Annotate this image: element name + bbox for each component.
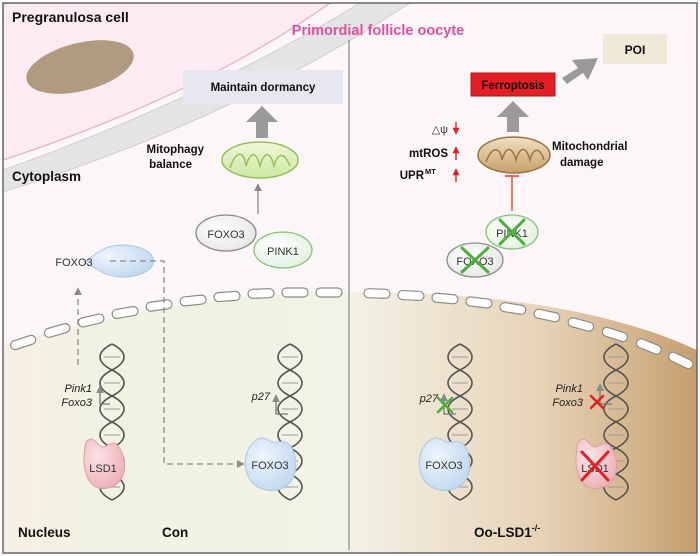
foxo3-cyto-label: FOXO3: [55, 257, 92, 269]
mtros-label: mtROS: [409, 148, 448, 160]
mito-damage-label-line1: Mitochondrial: [552, 141, 627, 153]
cytoplasm-label: Cytoplasm: [12, 169, 81, 184]
maintain-dormancy-box: [183, 70, 343, 104]
nuclear-envelope: [9, 287, 694, 370]
foxo3-nucleus-label-right: FOXO3: [425, 460, 462, 472]
foxo3-mid-label: FOXO3: [207, 229, 244, 241]
foxo3-import-arrow: [110, 260, 245, 468]
mito-damage-label-line2: damage: [560, 157, 603, 169]
pregranulosa-label: Pregranulosa cell: [12, 9, 129, 25]
pink1-foxo3-knockout-x: [589, 394, 605, 410]
foxo3-knockout-x: [460, 246, 490, 274]
ferroptosis-arrow: [497, 101, 529, 132]
pregranulosa-nucleus: [26, 40, 134, 94]
upr-label: UPR: [400, 170, 425, 182]
ferroptosis-box: [470, 72, 556, 97]
lsd1-knockout-x: [580, 450, 610, 482]
oo-lsd1-label: Oo-LSD1-/-: [474, 523, 540, 540]
p27-gene-label-left: p27: [251, 391, 271, 403]
ferroptosis-label: Ferroptosis: [481, 80, 544, 92]
mitophagy-label-line1: Mitophagy: [147, 144, 205, 156]
dna-helix-right-2: [603, 343, 629, 501]
p27-promoter-arrow-right: [440, 393, 456, 415]
upr-superscript: MT: [425, 167, 436, 176]
poi-arrow: [562, 58, 598, 84]
foxo3-nucleus-protein-right: [418, 437, 471, 491]
pink1-gene-label: Pink1: [64, 383, 92, 395]
nucleus-region: [3, 291, 697, 553]
foxo3-protein-mid: [195, 214, 257, 252]
poi-box: [603, 34, 667, 64]
pink1-gene-label-right: Pink1: [555, 383, 583, 395]
pink1-promoter-arrow: [96, 385, 110, 405]
poi-label: POI: [625, 43, 646, 57]
p27-knockout-x: [436, 396, 454, 414]
maintain-dormancy-label: Maintain dormancy: [211, 82, 316, 94]
foxo3-gene-label: Foxo3: [61, 397, 92, 409]
lsd1-protein: [83, 438, 126, 489]
foxo3-nucleus-protein-left: [244, 437, 297, 491]
p27-promoter-arrow-left: [272, 394, 288, 415]
delta-psi-label: △ψ: [432, 124, 448, 136]
pink1-knockout-x: [498, 218, 526, 246]
lsd1-label: LSD1: [89, 463, 117, 475]
dormancy-arrow: [246, 106, 278, 138]
pink1-mid-label: PINK1: [267, 246, 299, 258]
p27-gene-label-right: p27: [419, 393, 439, 405]
follicle-title: Primordial follicle oocyte: [292, 23, 464, 39]
healthy-mitochondrion: [221, 141, 299, 179]
pink1-protein-mid: [253, 231, 313, 269]
foxo3-cytoplasm-protein: [83, 244, 154, 278]
mitophagy-label-line2: balance: [149, 159, 192, 171]
damaged-mitochondrion: [477, 136, 551, 174]
nucleus-label: Nucleus: [18, 525, 71, 540]
foxo3-nucleus-label-left: FOXO3: [251, 460, 288, 472]
foxo3-gene-label-right: Foxo3: [552, 397, 583, 409]
con-label: Con: [162, 525, 188, 540]
